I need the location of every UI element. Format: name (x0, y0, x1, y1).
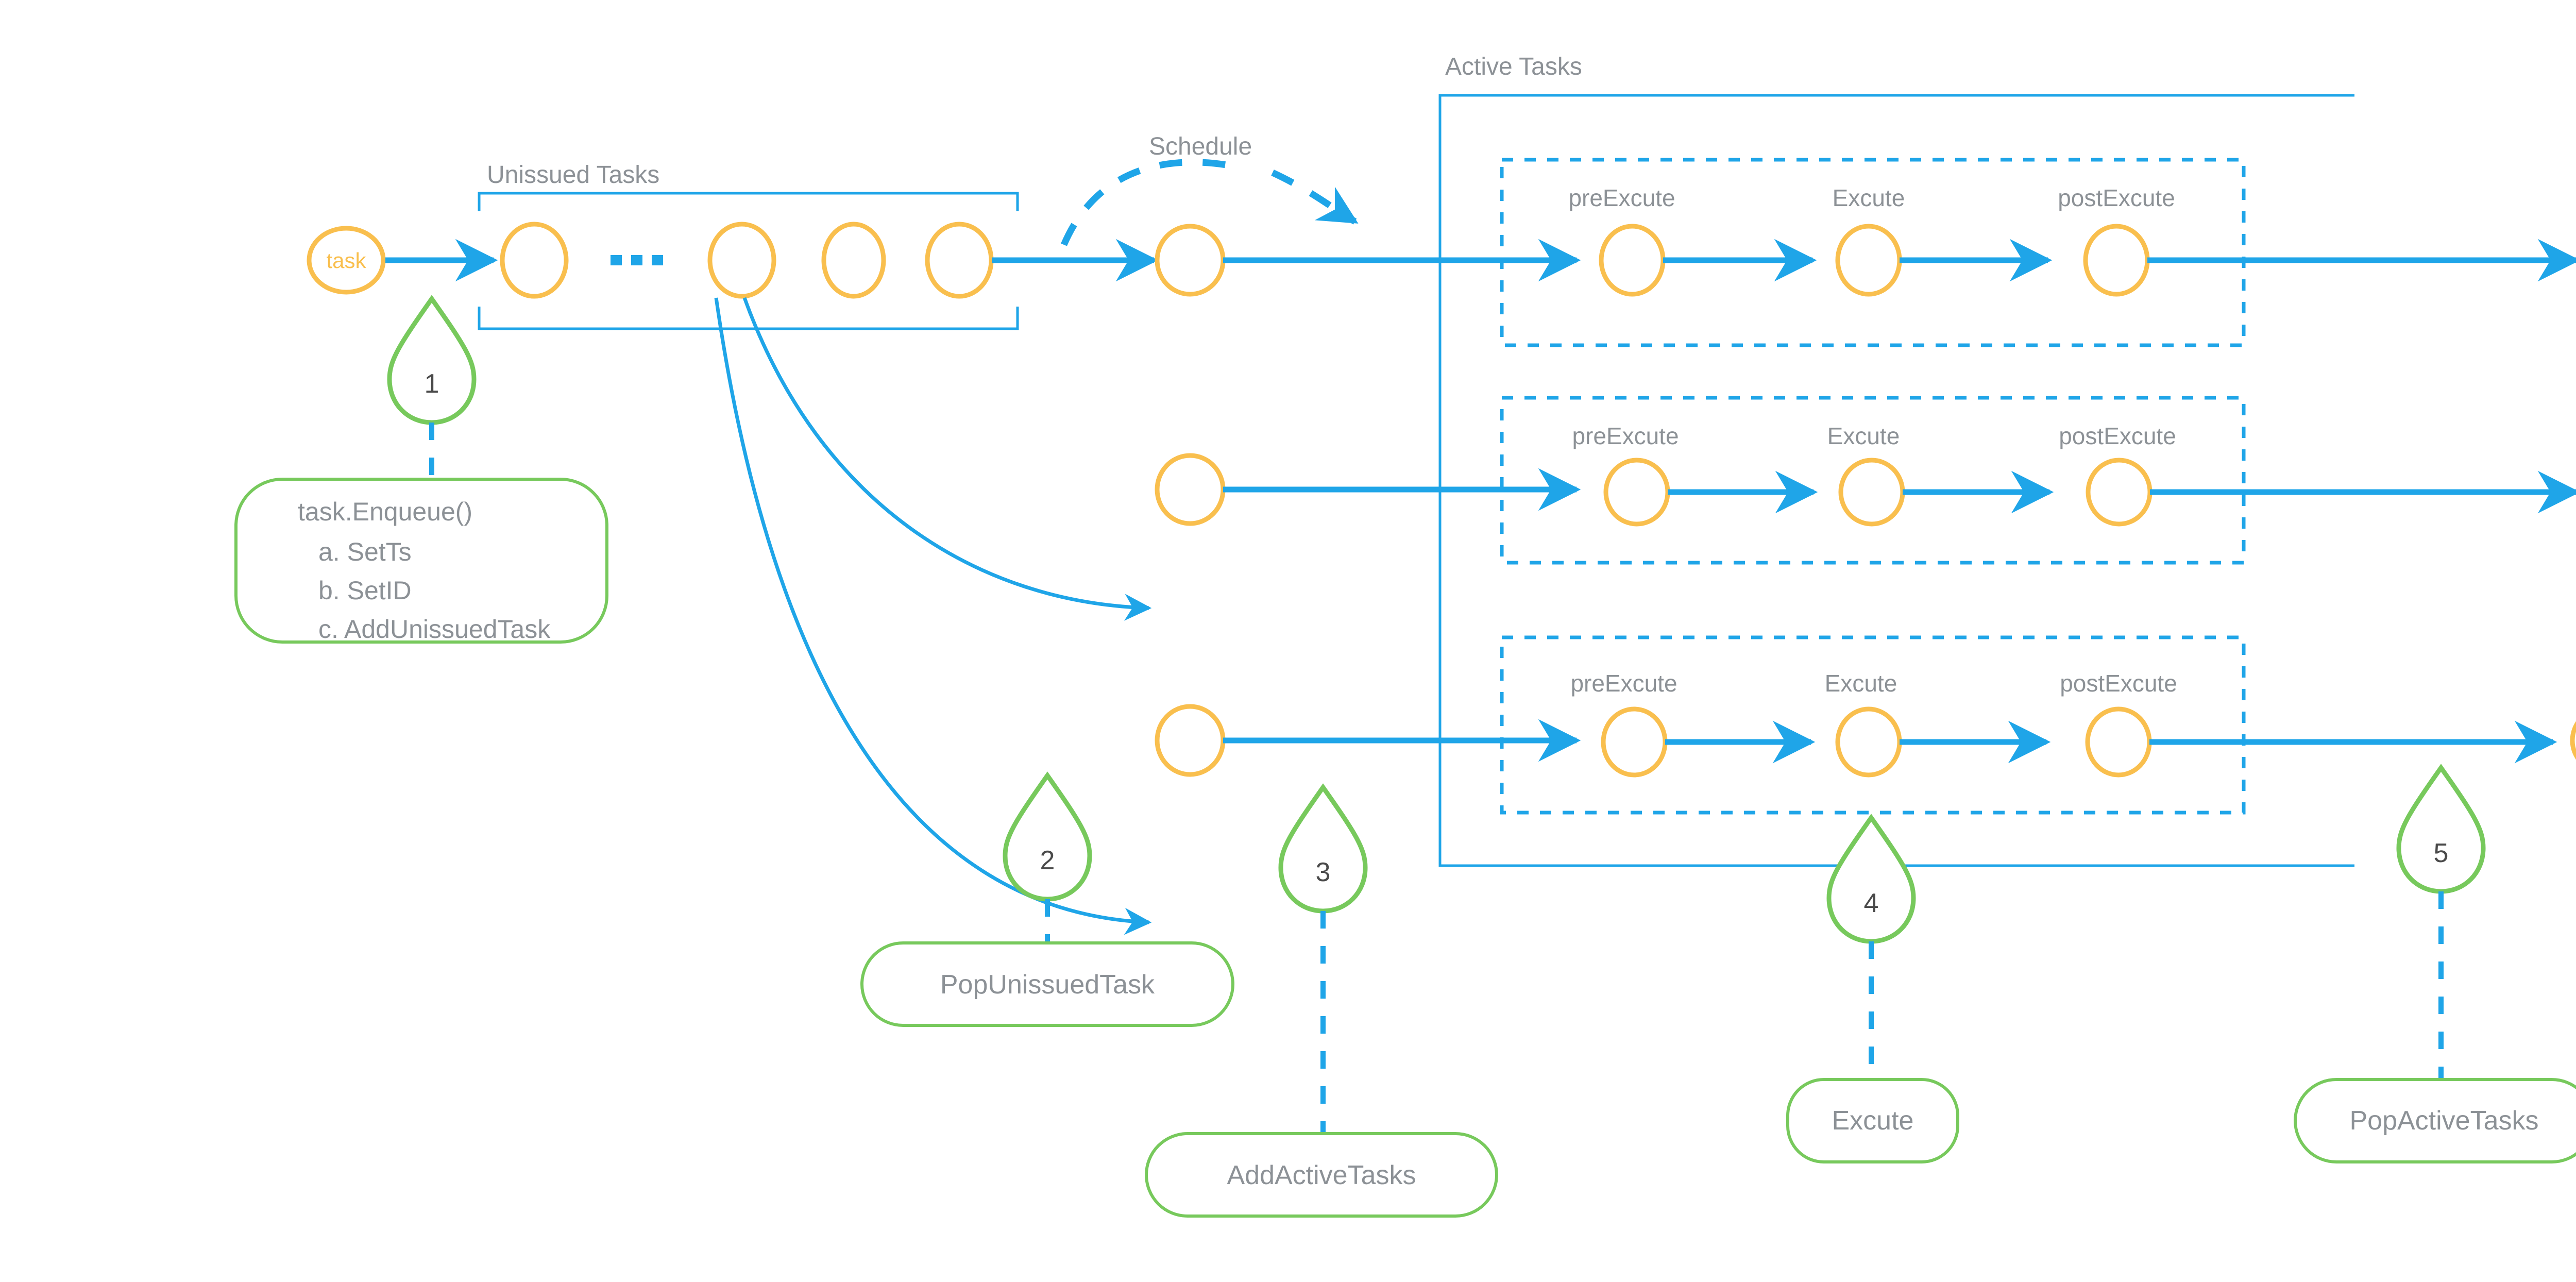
schedule-label: Schedule (1149, 133, 1252, 160)
unissued-node-4[interactable] (925, 222, 994, 299)
callout-excute-label: Excute (1832, 1106, 1914, 1136)
row1-node-preexcute[interactable] (1599, 224, 1666, 297)
marker-2-number: 2 (1040, 846, 1055, 875)
callout-enqueue-step-2: c. AddUnissuedTask (318, 615, 551, 644)
unissued-node-3[interactable] (821, 222, 886, 299)
callout-add-active-label: AddActiveTasks (1227, 1160, 1416, 1190)
row3-entry-node[interactable] (1155, 704, 1226, 777)
marker-3-drop[interactable] (1278, 783, 1368, 914)
row3-node-preexcute[interactable] (1601, 706, 1668, 778)
schedule-dash-right (1271, 170, 1359, 225)
row1-stage-label-1: Excute (1833, 184, 1905, 211)
row1-node-postexcute[interactable] (2083, 224, 2150, 297)
task-source-label: task (326, 248, 366, 273)
marker-4-number: 4 (1864, 888, 1879, 918)
row3-exit-node[interactable] (2570, 709, 2576, 772)
row2-stage-label-1: Excute (1827, 423, 1900, 449)
row1-pipeline-box (1500, 158, 2246, 347)
marker-1-drop[interactable] (387, 295, 477, 425)
marker-1-number: 1 (425, 369, 439, 399)
marker-2-drop[interactable] (1003, 771, 1092, 902)
row3-stage-label-2: postExcute (2060, 670, 2177, 697)
unissued-bracket-top (478, 192, 1019, 211)
curve-queue-to-row2 (742, 297, 1152, 621)
ellipsis-dot-2 (631, 255, 642, 265)
callout-pop-active-box[interactable] (2294, 1078, 2576, 1163)
curve-queue-to-row3 (714, 297, 1152, 935)
row3-node-postexcute[interactable] (2085, 706, 2152, 778)
row2-entry-node[interactable] (1155, 453, 1226, 526)
marker-5-drop[interactable] (2396, 764, 2486, 894)
ellipsis-dot-1 (611, 255, 622, 265)
callout-pop-unissued-label: PopUnissuedTask (940, 970, 1155, 1000)
row3-node-excute[interactable] (1835, 706, 1902, 778)
row3-stage-label-0: preExcute (1570, 670, 1677, 697)
callout-excute-box[interactable] (1786, 1078, 1959, 1163)
callout-pop-active-label: PopActiveTasks (2349, 1106, 2538, 1136)
row3-pipeline-box (1500, 635, 2246, 815)
row1-stage-label-2: postExcute (2058, 184, 2175, 211)
callout-enqueue-title: task.Enqueue() (298, 497, 472, 526)
row2-stage-label-0: preExcute (1572, 423, 1679, 449)
schedule-dash-left (1061, 159, 1227, 246)
row2-stage-label-2: postExcute (2059, 423, 2176, 449)
row1-stage-label-0: preExcute (1568, 184, 1675, 211)
row2-node-postexcute[interactable] (2086, 458, 2153, 527)
row2-node-preexcute[interactable] (1603, 458, 1670, 527)
unissued-bracket-bottom (478, 307, 1019, 330)
marker-5-number: 5 (2434, 838, 2449, 868)
callout-enqueue-step-1: b. SetID (318, 576, 412, 605)
ellipsis-dot-3 (652, 255, 663, 265)
row3-stage-label-1: Excute (1825, 670, 1897, 697)
callout-enqueue-step-0: a. SetTs (318, 537, 412, 566)
row1-node-excute[interactable] (1835, 224, 1902, 297)
callout-pop-unissued-box[interactable] (860, 941, 1234, 1027)
unissued-node-1[interactable] (500, 222, 569, 299)
unissued-tasks-label: Unissued Tasks (487, 161, 659, 189)
unissued-node-2[interactable] (707, 222, 776, 299)
marker-3-number: 3 (1316, 857, 1331, 887)
row2-node-excute[interactable] (1838, 458, 1905, 527)
callout-enqueue-box[interactable] (234, 478, 608, 644)
callout-add-active-box[interactable] (1145, 1132, 1498, 1218)
active-tasks-label: Active Tasks (1445, 53, 1582, 80)
marker-4-drop[interactable] (1826, 814, 1916, 944)
row2-pipeline-box (1500, 396, 2246, 565)
task-source-node[interactable] (307, 226, 386, 295)
row1-entry-node[interactable] (1155, 224, 1226, 297)
